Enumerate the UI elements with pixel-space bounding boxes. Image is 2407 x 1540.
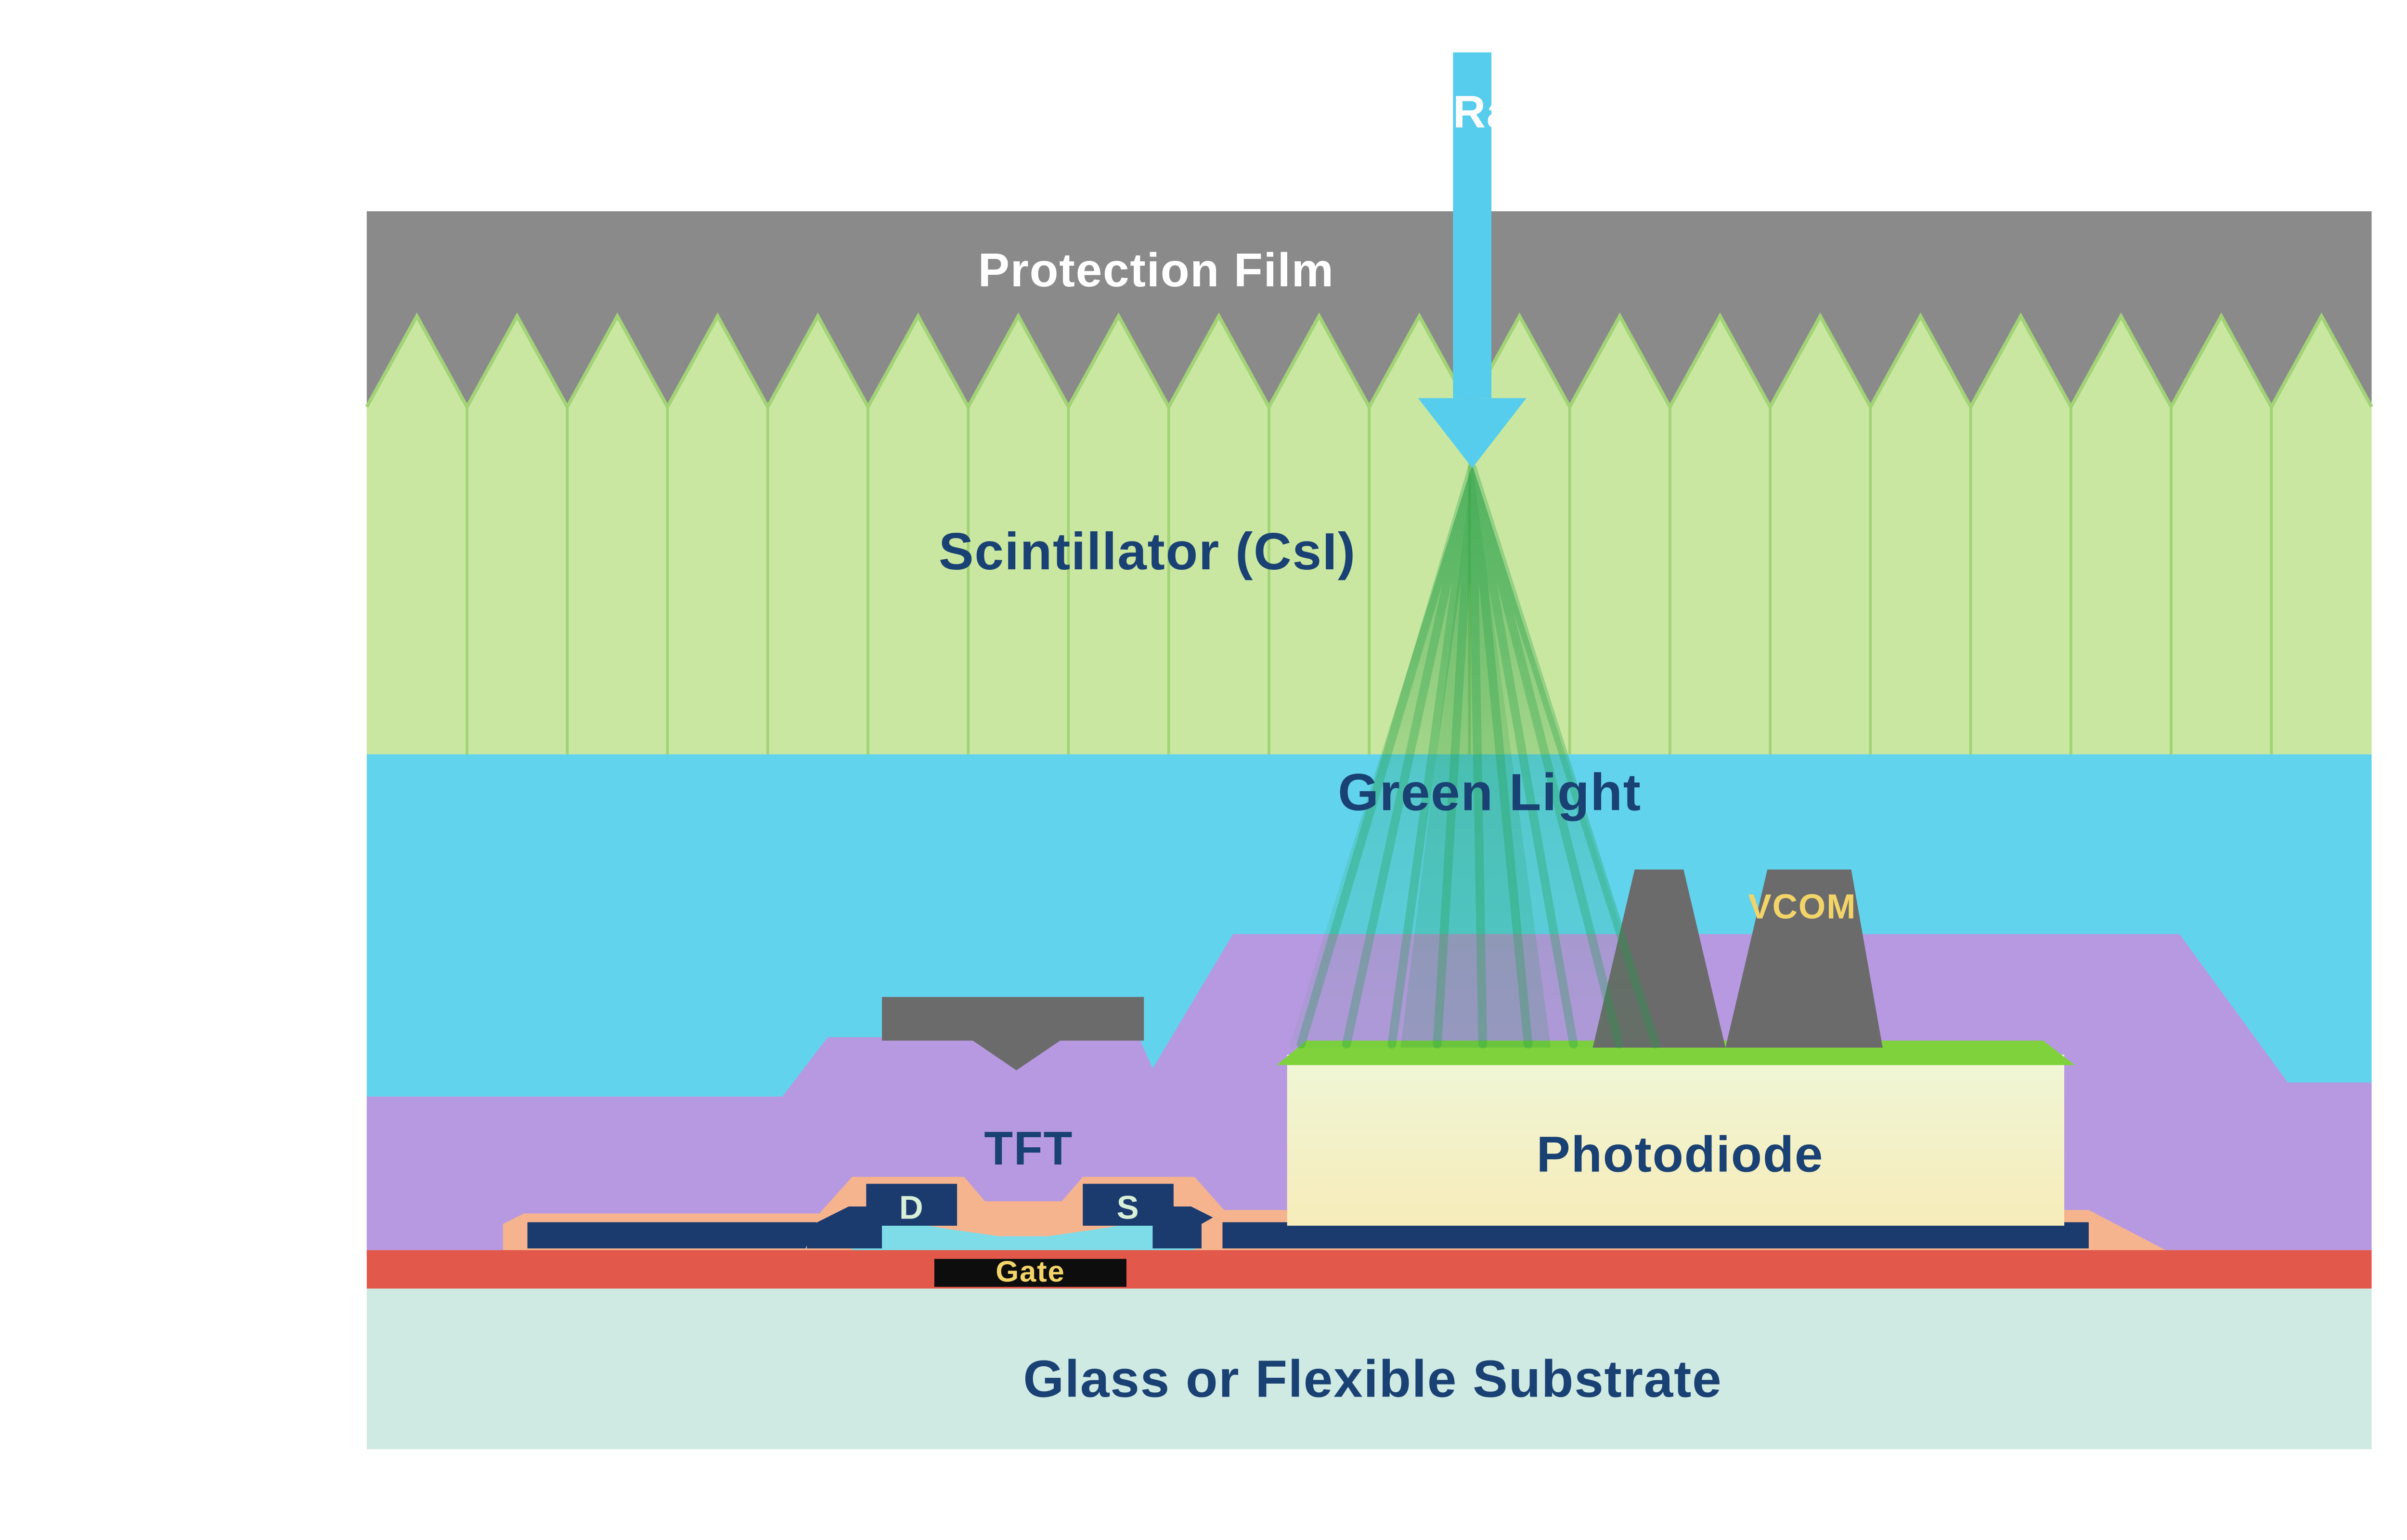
photodiode-body bbox=[1287, 1054, 2065, 1226]
source-label: S bbox=[1117, 1189, 1140, 1226]
tft-label: TFT bbox=[984, 1122, 1073, 1175]
tft-drain-connector bbox=[807, 1206, 882, 1249]
xray-arrow-head-icon bbox=[1418, 398, 1527, 468]
substrate-label: Glass or Flexible Substrate bbox=[1023, 1349, 1722, 1408]
gate-electrode bbox=[934, 1258, 1126, 1287]
metal-line-photodiode bbox=[1222, 1222, 2089, 1249]
vcom-label: VCOM bbox=[1748, 887, 1856, 926]
metal-line-left bbox=[527, 1222, 821, 1249]
vcom-electrode-right bbox=[1725, 869, 1883, 1048]
tft-drain-electrode bbox=[866, 1183, 958, 1226]
drain-label: D bbox=[899, 1189, 924, 1226]
green-light-fan-core bbox=[1400, 464, 1551, 1048]
green-light-label: Green Light bbox=[1338, 763, 1642, 821]
xray-label: X-Ray bbox=[1406, 87, 1539, 137]
gate-insulator-layer bbox=[366, 1250, 2372, 1289]
scintillator-label: Scintillator (CsI) bbox=[939, 522, 1356, 581]
gate-label: Gate bbox=[996, 1255, 1065, 1288]
xray-arrow-shaft bbox=[1453, 52, 1492, 398]
pixel-electrode bbox=[882, 997, 1144, 1071]
green-light-fan bbox=[1289, 464, 1659, 1048]
green-light-rays bbox=[1296, 463, 1660, 1049]
photodiode-label: Photodiode bbox=[1537, 1126, 1824, 1182]
tft-source-electrode bbox=[1083, 1183, 1174, 1226]
protection-film-layer bbox=[366, 211, 2372, 409]
tft-channel bbox=[852, 1219, 1195, 1254]
protection-film-label: Protection Film bbox=[978, 244, 1334, 296]
substrate-layer bbox=[366, 1288, 2372, 1450]
